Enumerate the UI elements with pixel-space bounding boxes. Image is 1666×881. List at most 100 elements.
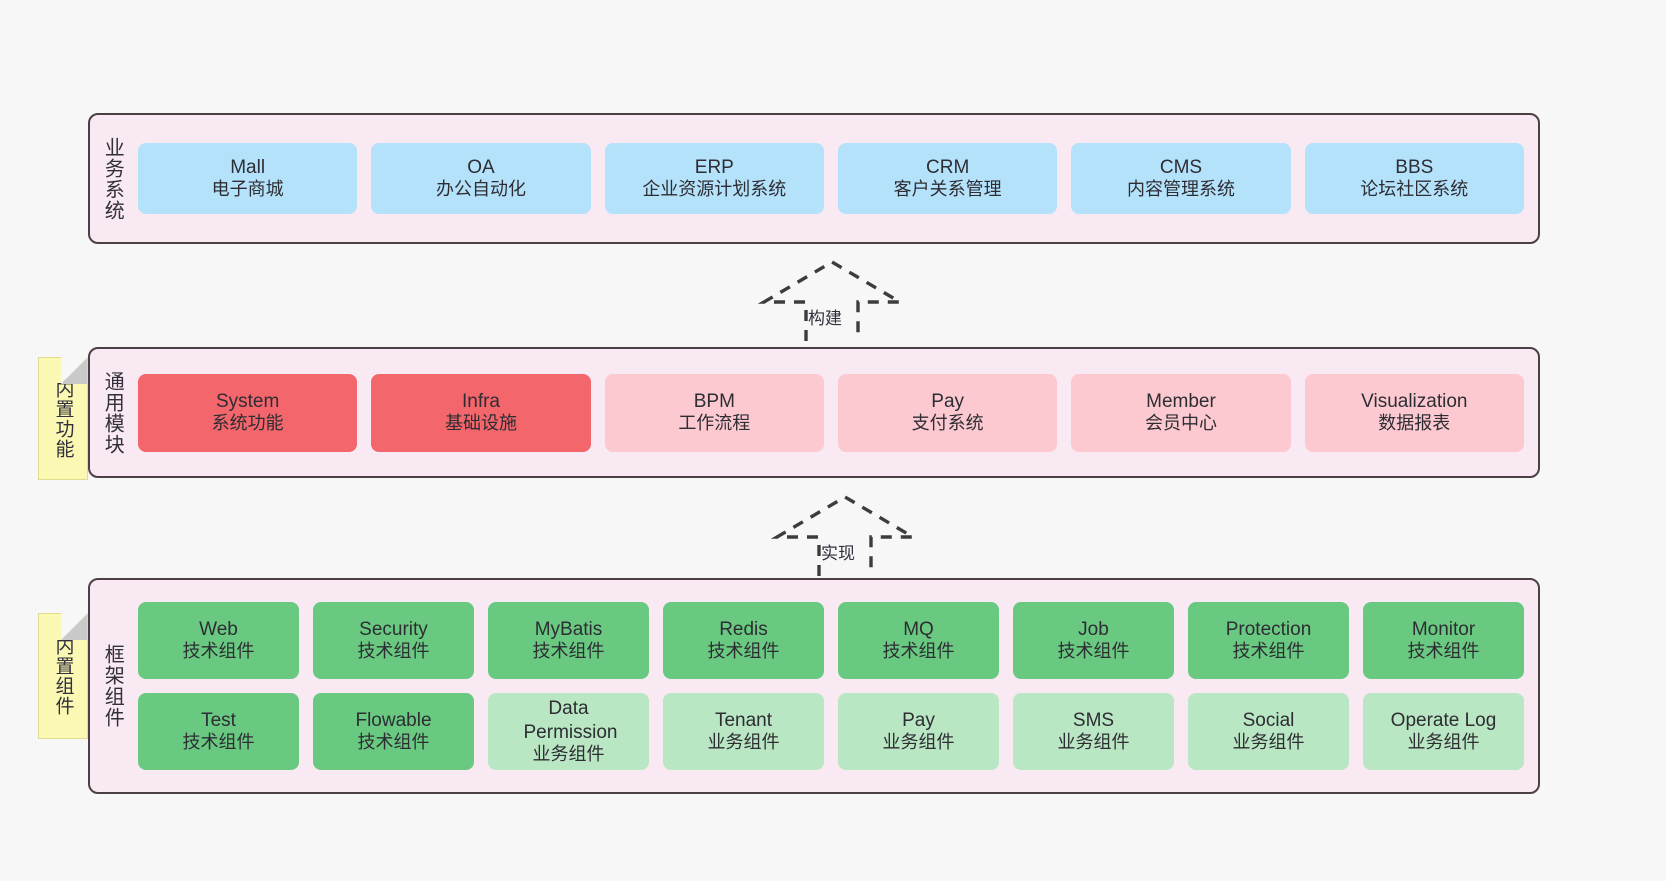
card-title: ERP bbox=[694, 156, 734, 178]
card-subtitle: 技术组件 bbox=[1407, 641, 1480, 662]
card-title: Job bbox=[1078, 618, 1109, 640]
card-subtitle: 技术组件 bbox=[182, 641, 255, 662]
card-pay-module[interactable]: Pay 支付系统 bbox=[837, 373, 1058, 452]
card-row-business: Test 技术组件 Flowable 技术组件 Data Permission … bbox=[138, 693, 1524, 770]
layer-body-business-systems: Mall 电子商城 OA 办公自动化 ERP 企业资源计划系统 CRM 客户关系… bbox=[134, 115, 1538, 242]
card-title: Security bbox=[359, 618, 428, 640]
card-system[interactable]: System 系统功能 bbox=[138, 373, 358, 452]
card-bbs[interactable]: BBS 论坛社区系统 bbox=[1304, 143, 1524, 214]
card-subtitle: 业务组件 bbox=[1407, 732, 1480, 753]
card-erp[interactable]: ERP 企业资源计划系统 bbox=[604, 143, 824, 214]
card-subtitle: 数据报表 bbox=[1378, 413, 1451, 434]
card-title: Mall bbox=[230, 156, 266, 178]
card-infra[interactable]: Infra 基础设施 bbox=[371, 373, 591, 452]
card-title: Pay bbox=[931, 390, 965, 412]
card-subtitle: 技术组件 bbox=[707, 641, 780, 662]
card-social[interactable]: Social 业务组件 bbox=[1188, 693, 1349, 770]
card-title: Tenant bbox=[714, 709, 773, 731]
card-title: Data Permission bbox=[523, 698, 618, 743]
card-title: Test bbox=[201, 709, 236, 731]
card-title: Pay bbox=[902, 709, 935, 731]
card-web[interactable]: Web 技术组件 bbox=[138, 602, 299, 679]
card-subtitle: 企业资源计划系统 bbox=[642, 179, 787, 200]
card-title: Flowable bbox=[355, 709, 432, 731]
card-title: Social bbox=[1242, 709, 1295, 731]
card-mybatis[interactable]: MyBatis 技术组件 bbox=[488, 602, 649, 679]
card-member[interactable]: Member 会员中心 bbox=[1071, 373, 1291, 452]
card-title: OA bbox=[467, 156, 495, 178]
card-subtitle: 办公自动化 bbox=[435, 179, 526, 200]
card-mall[interactable]: Mall 电子商城 bbox=[138, 143, 358, 214]
card-tenant[interactable]: Tenant 业务组件 bbox=[663, 693, 824, 770]
card-title: SMS bbox=[1072, 709, 1115, 731]
card-title: Member bbox=[1146, 390, 1216, 412]
note-label: 内置功能 bbox=[52, 378, 74, 459]
note-label: 内置组件 bbox=[52, 636, 74, 716]
card-redis[interactable]: Redis 技术组件 bbox=[663, 602, 824, 679]
layer-title-framework-components: 框架组件 bbox=[101, 644, 124, 728]
card-title: Operate Log bbox=[1390, 709, 1497, 731]
card-title: BBS bbox=[1395, 156, 1434, 178]
connector-build: 构建 bbox=[757, 260, 907, 342]
card-title: Web bbox=[199, 618, 238, 640]
card-title: Redis bbox=[719, 618, 768, 640]
card-subtitle: 技术组件 bbox=[1232, 641, 1305, 662]
card-crm[interactable]: CRM 客户关系管理 bbox=[837, 143, 1058, 214]
card-data-permission[interactable]: Data Permission 业务组件 bbox=[488, 693, 649, 770]
card-subtitle: 技术组件 bbox=[357, 641, 430, 662]
card-title: Protection bbox=[1225, 618, 1312, 640]
card-job[interactable]: Job 技术组件 bbox=[1013, 602, 1174, 679]
note-builtin-components: 内置组件 bbox=[38, 613, 88, 739]
card-subtitle: 技术组件 bbox=[532, 641, 605, 662]
card-protection[interactable]: Protection 技术组件 bbox=[1188, 602, 1349, 679]
connector-label-build: 构建 bbox=[808, 309, 842, 328]
card-title: Monitor bbox=[1411, 618, 1476, 640]
card-oa[interactable]: OA 办公自动化 bbox=[371, 143, 591, 214]
card-subtitle: 技术组件 bbox=[182, 732, 255, 753]
card-subtitle: 工作流程 bbox=[678, 413, 751, 434]
note-builtin-features: 内置功能 bbox=[38, 357, 88, 480]
card-bpm[interactable]: BPM 工作流程 bbox=[604, 373, 824, 452]
card-title: Visualization bbox=[1361, 390, 1468, 412]
layer-business-systems: 业务系统 Mall 电子商城 OA 办公自动化 ERP 企业资源计划系统 CRM… bbox=[88, 113, 1540, 244]
card-subtitle: 支付系统 bbox=[911, 413, 984, 434]
card-subtitle: 内容管理系统 bbox=[1126, 179, 1235, 200]
card-subtitle: 业务组件 bbox=[1232, 732, 1305, 753]
card-pay-component[interactable]: Pay 业务组件 bbox=[838, 693, 999, 770]
card-subtitle: 论坛社区系统 bbox=[1360, 179, 1469, 200]
card-subtitle: 系统功能 bbox=[211, 413, 284, 434]
card-row: Mall 电子商城 OA 办公自动化 ERP 企业资源计划系统 CRM 客户关系… bbox=[138, 143, 1524, 214]
card-cms[interactable]: CMS 内容管理系统 bbox=[1071, 143, 1291, 214]
card-title: BPM bbox=[693, 390, 735, 412]
layer-framework-components: 框架组件 Web 技术组件 Security 技术组件 MyBatis 技术组件… bbox=[88, 578, 1540, 794]
card-subtitle: 业务组件 bbox=[1057, 732, 1130, 753]
card-subtitle: 业务组件 bbox=[882, 732, 955, 753]
card-subtitle: 电子商城 bbox=[211, 179, 284, 200]
card-title: MyBatis bbox=[534, 618, 603, 640]
card-test[interactable]: Test 技术组件 bbox=[138, 693, 299, 770]
build-arrow-icon bbox=[757, 260, 907, 341]
card-title: CRM bbox=[926, 156, 970, 178]
layer-common-modules: 通用模块 System 系统功能 Infra 基础设施 BPM 工作流程 Pay… bbox=[88, 347, 1540, 478]
card-operate-log[interactable]: Operate Log 业务组件 bbox=[1363, 693, 1524, 770]
card-subtitle: 客户关系管理 bbox=[893, 179, 1002, 200]
card-subtitle: 会员中心 bbox=[1144, 413, 1217, 434]
card-flowable[interactable]: Flowable 技术组件 bbox=[313, 693, 474, 770]
layer-title-business-systems: 业务系统 bbox=[101, 136, 124, 221]
implement-arrow-icon bbox=[770, 495, 920, 576]
layer-body-common-modules: System 系统功能 Infra 基础设施 BPM 工作流程 Pay 支付系统… bbox=[134, 349, 1538, 476]
connector-label-implement: 实现 bbox=[821, 544, 855, 563]
card-subtitle: 技术组件 bbox=[882, 641, 955, 662]
card-row: System 系统功能 Infra 基础设施 BPM 工作流程 Pay 支付系统… bbox=[138, 373, 1524, 452]
card-title: System bbox=[215, 390, 280, 412]
card-subtitle: 基础设施 bbox=[444, 413, 517, 434]
layer-body-framework-components: Web 技术组件 Security 技术组件 MyBatis 技术组件 Redi… bbox=[134, 580, 1538, 792]
card-subtitle: 技术组件 bbox=[357, 732, 430, 753]
card-monitor[interactable]: Monitor 技术组件 bbox=[1363, 602, 1524, 679]
card-mq[interactable]: MQ 技术组件 bbox=[838, 602, 999, 679]
card-subtitle: 业务组件 bbox=[532, 743, 605, 764]
card-security[interactable]: Security 技术组件 bbox=[313, 602, 474, 679]
card-sms[interactable]: SMS 业务组件 bbox=[1013, 693, 1174, 770]
card-visualization[interactable]: Visualization 数据报表 bbox=[1304, 373, 1524, 452]
